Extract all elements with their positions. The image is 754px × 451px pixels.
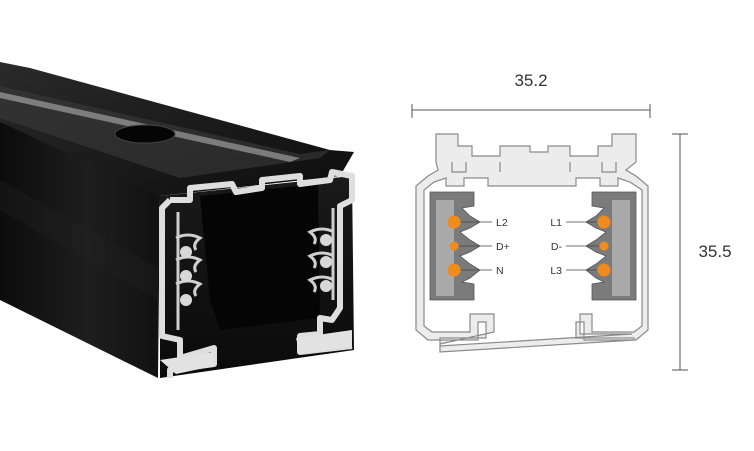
left-contact-fingers xyxy=(175,233,203,297)
label-l2: L2 xyxy=(496,217,508,229)
conductor-dminus-dot xyxy=(599,241,609,251)
label-leader-lines xyxy=(459,221,599,271)
right-conductor-dots xyxy=(320,234,332,292)
left-conductor-dots xyxy=(180,246,192,306)
right-conductors xyxy=(597,215,611,277)
track-side-body xyxy=(0,122,160,378)
label-dminus: D- xyxy=(551,241,563,253)
conductor-n-dot xyxy=(447,263,461,277)
cross-section-drawing: 35.2 35.5 xyxy=(411,71,732,371)
left-conductors xyxy=(447,215,461,277)
conductor-l3-dot xyxy=(597,263,611,277)
aluminium-profile-outline xyxy=(415,133,649,353)
conductor-dplus-dot xyxy=(449,241,459,251)
top-mounting-slot-icon xyxy=(114,124,176,144)
label-dplus: D+ xyxy=(496,241,510,253)
conductor-l1-dot xyxy=(597,215,611,229)
conductor-l2-dot xyxy=(447,215,461,229)
right-contact-fingers xyxy=(307,227,335,293)
label-l1: L1 xyxy=(550,217,562,229)
width-dimension-label: 35.2 xyxy=(514,71,547,90)
height-dimension-label: 35.5 xyxy=(698,242,731,261)
label-l3: L3 xyxy=(550,265,562,277)
label-n: N xyxy=(496,265,504,277)
width-dimension xyxy=(411,104,651,118)
track-product-photo xyxy=(0,62,355,378)
height-dimension xyxy=(672,133,688,371)
